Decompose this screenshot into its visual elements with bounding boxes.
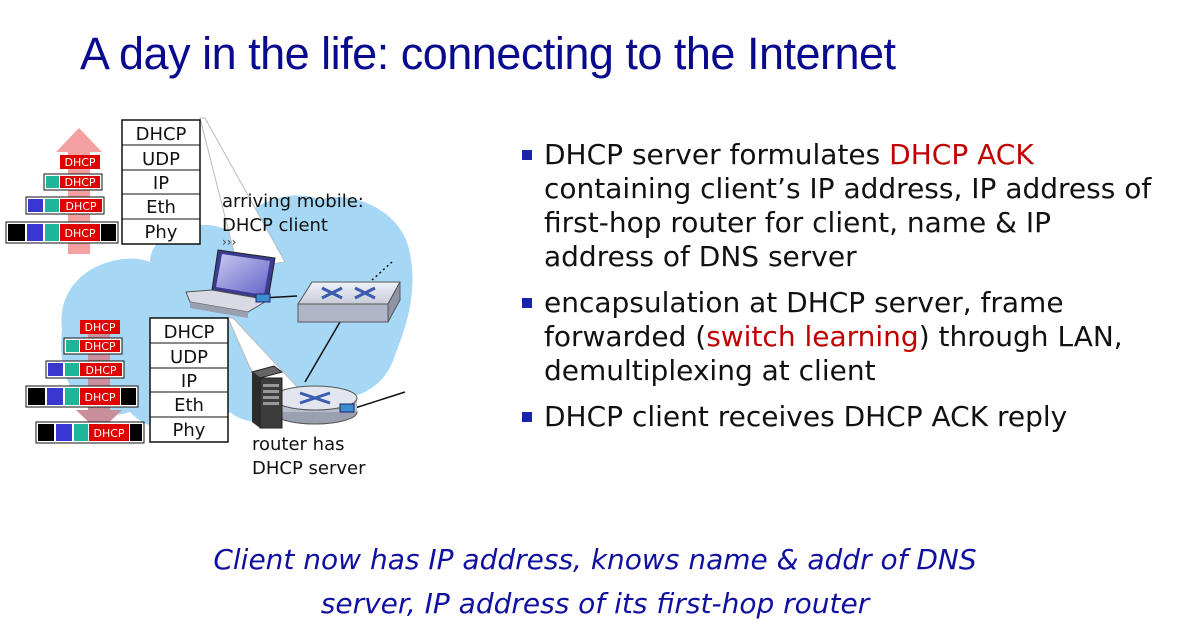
footer-line: Client now has IP address, knows name & … bbox=[213, 543, 977, 576]
svg-text:DHCP: DHCP bbox=[93, 427, 124, 440]
server-protocol-stack: DHCP UDP IP Eth Phy bbox=[149, 317, 229, 443]
svg-text:DHCP: DHCP bbox=[84, 391, 115, 404]
packet-udp-dhcp: DHCP bbox=[63, 337, 123, 355]
highlight-text: DHCP ACK bbox=[889, 138, 1034, 171]
router-uplink bbox=[354, 391, 406, 409]
svg-text:DHCP: DHCP bbox=[65, 200, 96, 213]
bullet-item: DHCP client receives DHCP ACK reply bbox=[520, 400, 1160, 434]
stack-layer: Eth bbox=[146, 197, 176, 218]
stack-layer: Phy bbox=[173, 420, 206, 441]
stack-layer: DHCP bbox=[164, 322, 215, 343]
highlight-text: switch learning bbox=[706, 320, 919, 353]
router-label: DHCP server bbox=[252, 458, 366, 479]
svg-text:DHCP: DHCP bbox=[64, 176, 95, 189]
svg-text:DHCP: DHCP bbox=[84, 340, 115, 353]
packet-phy: DHCP bbox=[35, 421, 145, 444]
svg-text:DHCP: DHCP bbox=[85, 364, 116, 377]
client-callout bbox=[199, 117, 286, 269]
network-diagram: DHCP UDP IP Eth Phy DHCP UDP IP Eth Phy … bbox=[5, 117, 413, 479]
stack-layer: IP bbox=[181, 371, 197, 392]
footer-note: Client now has IP address, knows name & … bbox=[120, 538, 1070, 626]
laptop-icon bbox=[185, 249, 276, 318]
bullet-item: DHCP server formulates DHCP ACK containi… bbox=[520, 138, 1160, 274]
packet-ip-udp-dhcp: DHCP bbox=[25, 196, 105, 215]
packet-udp-dhcp: DHCP bbox=[43, 173, 103, 191]
client-label: DHCP client bbox=[222, 215, 328, 236]
bullet-marker bbox=[522, 150, 532, 160]
switch-router-link bbox=[304, 321, 341, 383]
bullet-list: DHCP server formulates DHCP ACK containi… bbox=[520, 138, 1160, 446]
svg-text:DHCP: DHCP bbox=[64, 156, 95, 169]
bullet-marker bbox=[522, 412, 532, 422]
switch-icon bbox=[297, 281, 401, 323]
server-icon bbox=[250, 365, 284, 429]
packet-eth-ip-udp-dhcp: DHCP bbox=[5, 221, 119, 244]
stack-layer: UDP bbox=[170, 347, 208, 368]
svg-text:DHCP: DHCP bbox=[64, 227, 95, 240]
packet-dhcp: DHCP bbox=[80, 320, 120, 334]
bullet-item: encapsulation at DHCP server, frame forw… bbox=[520, 286, 1160, 388]
svg-text:DHCP: DHCP bbox=[84, 321, 115, 334]
router-label: router has bbox=[252, 434, 345, 455]
radio-waves-icon: ››› bbox=[222, 235, 236, 249]
slide-title: A day in the life: connecting to the Int… bbox=[80, 28, 896, 79]
router-icon bbox=[272, 385, 358, 425]
packet-eth-ip-udp-dhcp: DHCP bbox=[25, 385, 139, 408]
bullet-marker bbox=[522, 298, 532, 308]
client-label: arriving mobile: bbox=[222, 191, 364, 212]
stack-layer: IP bbox=[153, 173, 169, 194]
packet-ip-udp-dhcp: DHCP bbox=[45, 360, 125, 379]
stack-layer: DHCP bbox=[136, 124, 187, 145]
stack-layer: Eth bbox=[174, 395, 204, 416]
stack-layer: UDP bbox=[142, 149, 180, 170]
packet-dhcp: DHCP bbox=[60, 155, 100, 169]
stack-layer: Phy bbox=[145, 222, 178, 243]
footer-line: server, IP address of its first-hop rout… bbox=[320, 587, 870, 620]
client-protocol-stack: DHCP UDP IP Eth Phy bbox=[121, 119, 201, 245]
